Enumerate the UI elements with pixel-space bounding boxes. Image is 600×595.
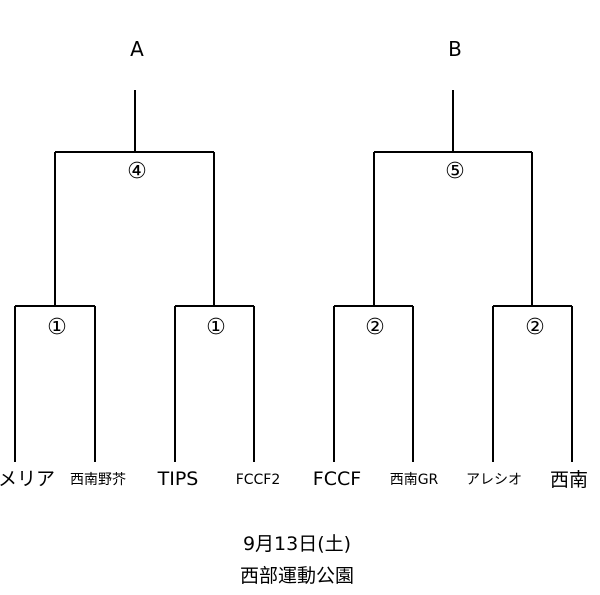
team-name: FCCF2	[236, 472, 281, 488]
match-number-b-final: ⑤	[445, 159, 465, 184]
match-number-a1: ①	[47, 315, 67, 340]
block-a-label: A	[130, 37, 144, 61]
match-number-a-final: ④	[127, 159, 147, 184]
team-name: 西南	[550, 469, 588, 491]
team-name: アレシオ	[466, 472, 522, 488]
team-name: メリア	[0, 468, 55, 490]
block-b-lines	[333, 90, 573, 462]
team-name: 西南GR	[390, 472, 439, 488]
block-a-lines	[14, 90, 255, 462]
match-number-b2: ②	[525, 315, 545, 340]
team-name: FCCF	[313, 468, 361, 490]
team-name: 西南野芥	[70, 472, 126, 488]
team-name: TIPS	[157, 468, 199, 490]
block-b-label: B	[448, 37, 462, 61]
match-number-b1: ②	[365, 315, 385, 340]
match-number-a2: ①	[206, 315, 226, 340]
match-date: 9月13日(土)	[243, 533, 351, 555]
venue-name: 西部運動公園	[240, 565, 354, 587]
